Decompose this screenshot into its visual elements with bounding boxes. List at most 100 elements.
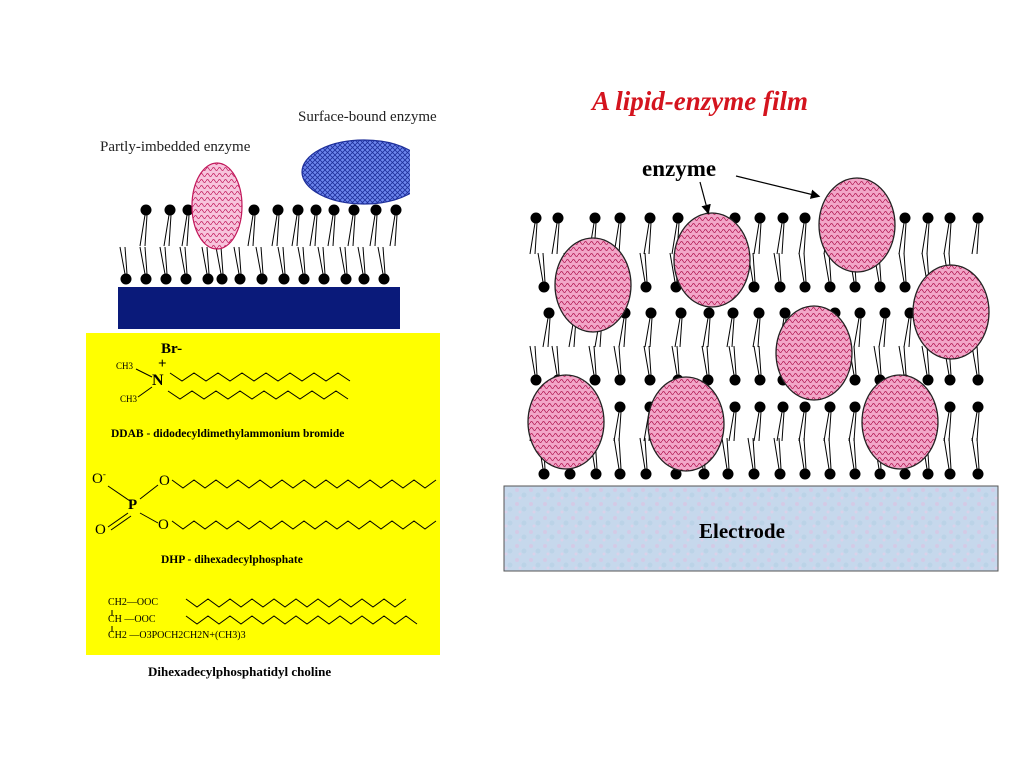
lipid-tail — [296, 214, 300, 247]
enzyme-particle — [775, 305, 853, 401]
lipid-tail — [853, 345, 857, 376]
lipid-tail — [883, 317, 887, 348]
lipid-tail — [618, 437, 622, 470]
lipid-tail — [277, 246, 284, 275]
lipid-tail — [542, 317, 549, 348]
lipid-head — [589, 374, 601, 386]
surface-bound-label: Surface-bound enzyme — [298, 109, 437, 125]
pc-caption: Dihexadecylphosphatidyl choline — [148, 664, 332, 679]
lipid-tail — [753, 411, 760, 442]
lipid-tail — [382, 246, 386, 275]
enzyme-particle — [527, 374, 605, 470]
lipid-tail — [314, 214, 318, 247]
lipid-tail — [903, 317, 910, 348]
lipid-tail — [159, 246, 166, 275]
lipid-tail — [971, 411, 978, 442]
lipid-head — [774, 468, 786, 480]
lipid-tail — [282, 246, 286, 275]
lipid-tail — [215, 246, 222, 275]
lipid-tail — [898, 222, 905, 255]
lipid-head — [234, 273, 246, 285]
lipid-head — [972, 212, 984, 224]
lipid-tail — [302, 246, 306, 275]
right-film-diagram — [503, 175, 999, 572]
chemistry-panel: Br- + CH3 CH3 N DDAB - didodecyldimethyl… — [86, 333, 440, 655]
lipid-tail — [878, 345, 882, 376]
lipid-tail — [948, 437, 952, 470]
lipid-head — [777, 401, 789, 413]
lipid-tail — [943, 411, 950, 442]
electrode-label: Electrode — [699, 519, 785, 543]
lipid-head — [328, 204, 340, 216]
lipid-tail — [644, 317, 651, 348]
lipid-tail — [347, 214, 354, 247]
lipid-head — [944, 374, 956, 386]
lipid-head — [922, 212, 934, 224]
lipid-head — [879, 307, 891, 319]
lipid-tail — [828, 411, 832, 442]
lipid-head — [799, 281, 811, 293]
lipid-head — [972, 374, 984, 386]
lipid-tail — [357, 246, 364, 275]
lipid-tail — [394, 214, 398, 247]
lipid-tail — [753, 345, 760, 376]
lipid-head — [774, 281, 786, 293]
lipid-tail — [339, 246, 346, 275]
pc-line-2: CH —OOC — [108, 614, 156, 625]
ddab-alkyl-chain-1 — [169, 372, 351, 382]
lipid-tail — [858, 317, 862, 348]
lipid-head — [899, 212, 911, 224]
lipid-tail — [773, 437, 780, 470]
lipid-tail — [823, 252, 830, 283]
lipid-tail — [943, 437, 950, 470]
lipid-head — [390, 204, 402, 216]
lipid-head — [824, 468, 836, 480]
lipid-tail — [926, 222, 930, 255]
lipid-tail — [220, 246, 224, 275]
lipid-tail — [726, 317, 733, 348]
lipid-head — [640, 281, 652, 293]
lipid-tail — [798, 252, 805, 283]
ddab-methyl-bottom: CH3 — [120, 394, 138, 404]
lipid-tail — [778, 252, 782, 283]
lipid-tail — [781, 222, 785, 255]
lipid-tail — [206, 246, 210, 275]
lipid-head — [899, 468, 911, 480]
lipid-head — [530, 374, 542, 386]
lipid-head — [824, 401, 836, 413]
lipid-head — [754, 212, 766, 224]
ddab-alkyl-chain-2 — [167, 390, 349, 400]
lipid-tail — [778, 437, 782, 470]
lipid-head — [799, 401, 811, 413]
lipid-tail — [317, 246, 324, 275]
lipid-head — [140, 204, 152, 216]
lipid-tail — [139, 246, 146, 275]
lipid-tail — [377, 246, 384, 275]
lipid-tail — [247, 214, 254, 247]
right-enzymes — [527, 177, 990, 472]
lipid-head — [748, 281, 760, 293]
enzyme-particle — [861, 374, 939, 470]
enzyme-particle — [647, 376, 725, 472]
lipid-tail — [389, 214, 396, 247]
lipid-tail — [898, 345, 905, 376]
lipid-tail — [537, 252, 544, 283]
dhp-o-minus-symbol: O — [92, 471, 103, 487]
lipid-head — [614, 401, 626, 413]
lipid-tail — [260, 246, 264, 275]
lipid-tail — [776, 411, 783, 442]
lipid-head — [753, 307, 765, 319]
surface-bound-enzyme — [301, 139, 410, 205]
lipid-tail — [139, 214, 146, 247]
lipid-tail — [731, 317, 735, 348]
lipid-tail — [728, 411, 735, 442]
lipid-head — [614, 374, 626, 386]
lipid-tail — [556, 222, 560, 255]
lipid-tail — [352, 214, 356, 247]
lipid-tail — [649, 317, 653, 348]
lipid-head — [722, 468, 734, 480]
lipid-head — [849, 468, 861, 480]
dhp-caption: DHP - dihexadecylphosphate — [161, 554, 303, 566]
lipid-head — [944, 212, 956, 224]
lipid-head — [164, 204, 176, 216]
